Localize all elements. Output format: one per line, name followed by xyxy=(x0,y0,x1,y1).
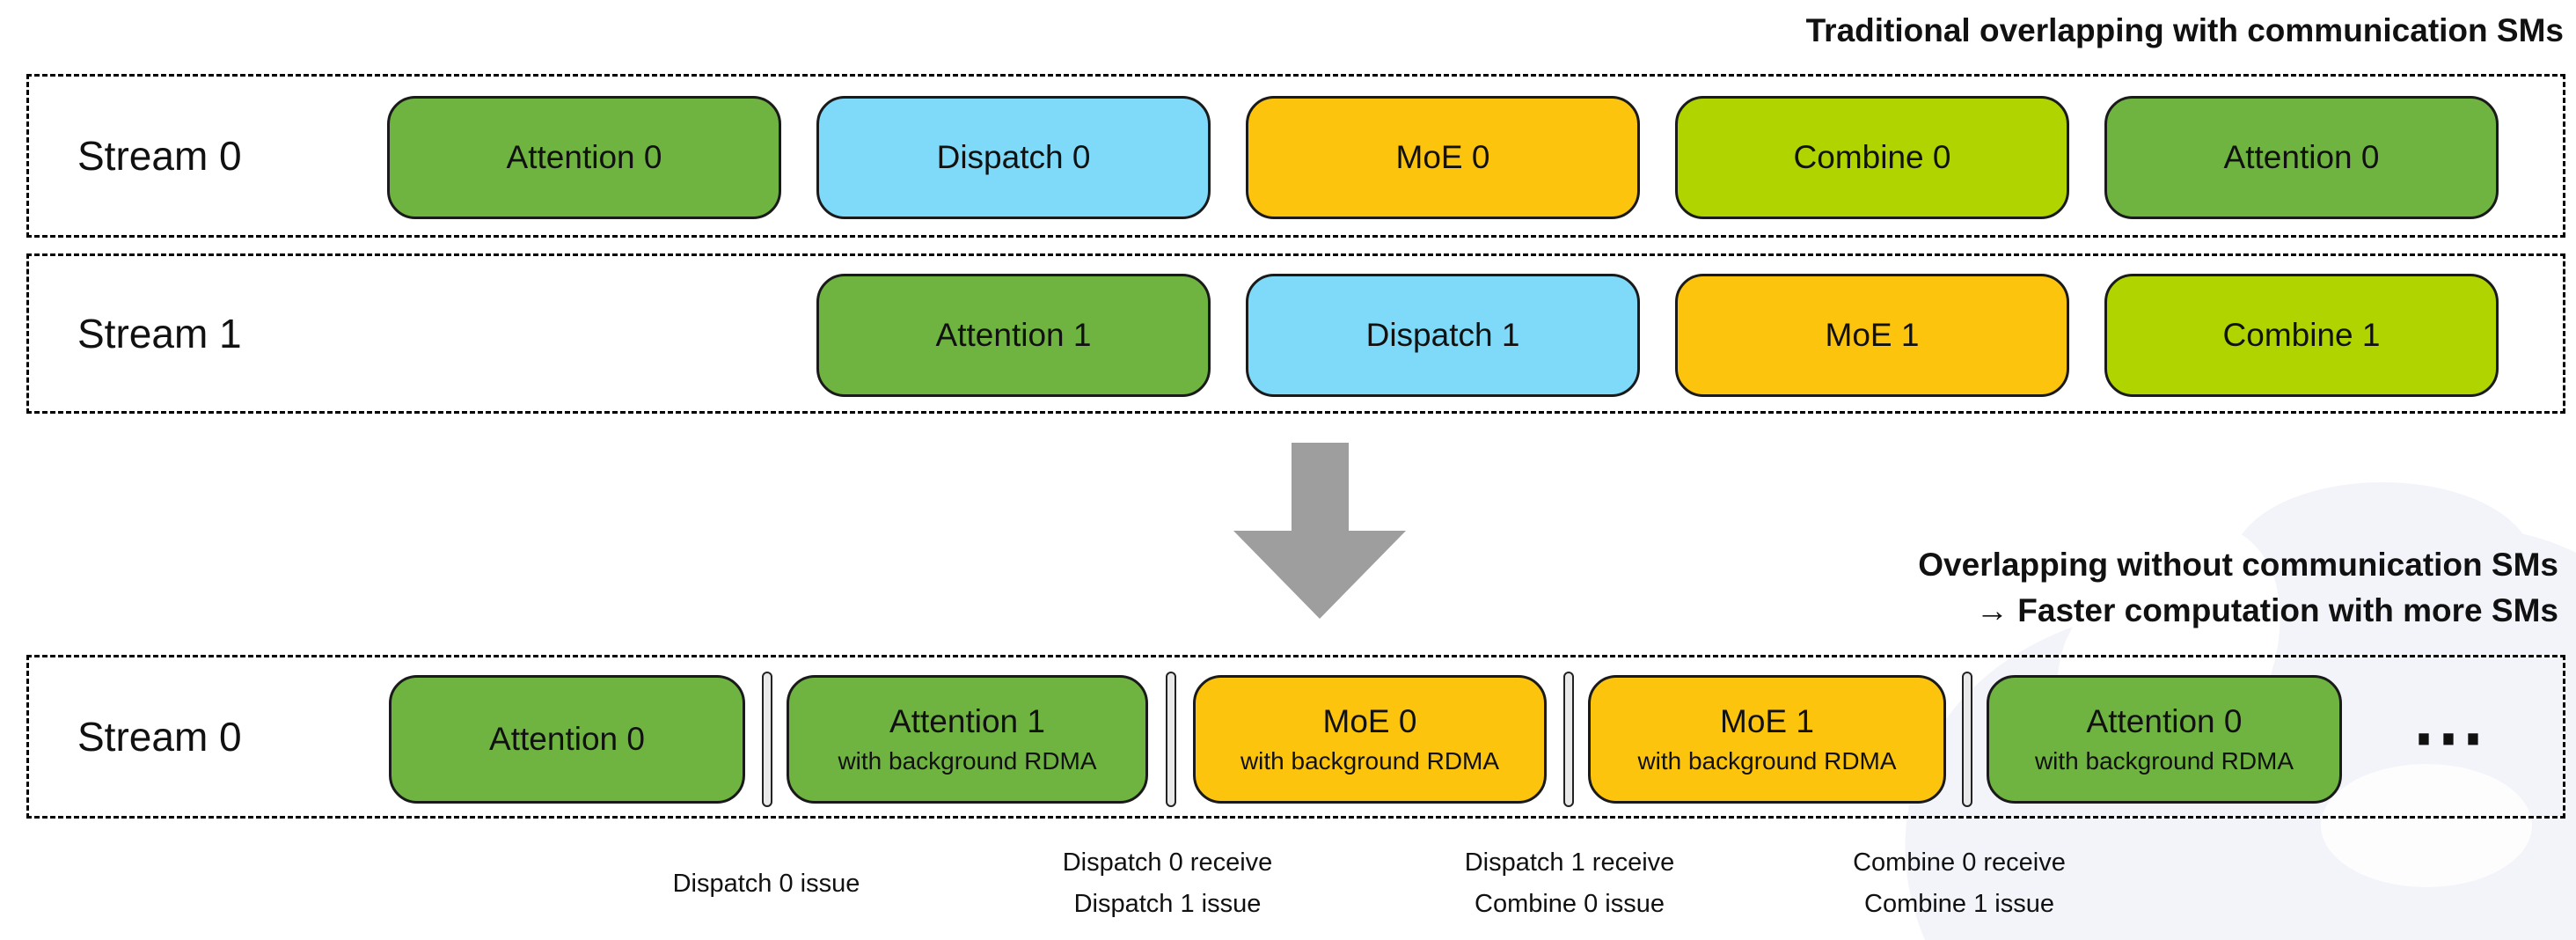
stream-1-label: Stream 1 xyxy=(77,311,242,356)
down-arrow-icon xyxy=(1233,443,1406,619)
barrier-divider-4 xyxy=(1962,672,1972,807)
block-attention-0: Attention 0 xyxy=(389,675,745,804)
block-attention-1-rdma: Attention 1 with background RDMA xyxy=(787,675,1148,804)
block-sublabel: with background RDMA xyxy=(1637,747,1897,775)
block-label: Attention 0 xyxy=(2086,703,2243,739)
block-moe-1-rdma: MoE 1 with background RDMA xyxy=(1588,675,1946,804)
barrier-divider-1 xyxy=(762,672,772,807)
block-label: MoE 0 xyxy=(1322,703,1417,739)
block-label: Attention 1 xyxy=(889,703,1045,739)
block-label: Dispatch 0 xyxy=(936,139,1091,175)
block-attention-0: Attention 0 xyxy=(387,96,781,219)
overlap-title: Overlapping without communication SMs → … xyxy=(1918,542,2558,634)
sync-label-line: Dispatch 0 issue xyxy=(672,869,860,898)
block-moe-0: MoE 0 xyxy=(1246,96,1640,219)
block-label: MoE 0 xyxy=(1395,139,1490,175)
traditional-title: Traditional overlapping with communicati… xyxy=(1805,12,2564,48)
block-label: MoE 1 xyxy=(1825,317,1920,353)
block-label: Combine 0 xyxy=(1793,139,1951,175)
stream-0-label: Stream 0 xyxy=(77,714,242,760)
sync-label-dispatch-0-receive: Dispatch 0 receive Dispatch 1 issue xyxy=(965,836,1370,931)
block-label: Attention 0 xyxy=(2223,139,2380,175)
sync-label-dispatch-0-issue: Dispatch 0 issue xyxy=(564,836,969,931)
sync-label-line: Combine 0 issue xyxy=(1475,890,1665,918)
block-sublabel: with background RDMA xyxy=(838,747,1097,775)
block-sublabel: with background RDMA xyxy=(2034,747,2294,775)
block-moe-0-rdma: MoE 0 with background RDMA xyxy=(1193,675,1547,804)
block-attention-0-rdma: Attention 0 with background RDMA xyxy=(1987,675,2342,804)
continuation-ellipsis: ⋯ xyxy=(2411,695,2485,778)
block-moe-1: MoE 1 xyxy=(1675,274,2069,397)
block-attention-0-next: Attention 0 xyxy=(2104,96,2499,219)
block-combine-0: Combine 0 xyxy=(1675,96,2069,219)
block-label: Combine 1 xyxy=(2222,317,2381,353)
overlap-title-line2: → Faster computation with more SMs xyxy=(1976,592,2558,628)
block-sublabel: with background RDMA xyxy=(1240,747,1500,775)
sync-label-line: Combine 0 receive xyxy=(1853,848,2066,877)
sync-label-dispatch-1-receive: Dispatch 1 receive Combine 0 issue xyxy=(1367,836,1772,931)
sync-label-line: Dispatch 1 receive xyxy=(1464,848,1675,877)
block-label: Attention 0 xyxy=(506,139,662,175)
block-dispatch-1: Dispatch 1 xyxy=(1246,274,1640,397)
block-dispatch-0: Dispatch 0 xyxy=(816,96,1211,219)
block-label: Dispatch 1 xyxy=(1365,317,1520,353)
barrier-divider-3 xyxy=(1563,672,1574,807)
sync-label-line: Combine 1 issue xyxy=(1864,890,2054,918)
block-label: MoE 1 xyxy=(1720,703,1814,739)
block-combine-1: Combine 1 xyxy=(2104,274,2499,397)
sync-label-line: Dispatch 0 receive xyxy=(1062,848,1273,877)
traditional-stream-1-row: Stream 1 Attention 1 Dispatch 1 MoE 1 Co… xyxy=(26,253,2565,414)
overlap-stream-0-row: Stream 0 Attention 0 Attention 1 with ba… xyxy=(26,655,2565,819)
block-attention-1: Attention 1 xyxy=(816,274,1211,397)
overlap-title-line1: Overlapping without communication SMs xyxy=(1918,547,2558,583)
block-label: Attention 0 xyxy=(489,721,645,757)
sync-label-line: Dispatch 1 issue xyxy=(1073,890,1262,918)
traditional-stream-0-row: Stream 0 Attention 0 Dispatch 0 MoE 0 Co… xyxy=(26,74,2565,238)
block-label: Attention 1 xyxy=(935,317,1092,353)
stream-0-label: Stream 0 xyxy=(77,133,242,179)
barrier-divider-2 xyxy=(1166,672,1176,807)
sync-label-combine-0-receive: Combine 0 receive Combine 1 issue xyxy=(1757,836,2162,931)
